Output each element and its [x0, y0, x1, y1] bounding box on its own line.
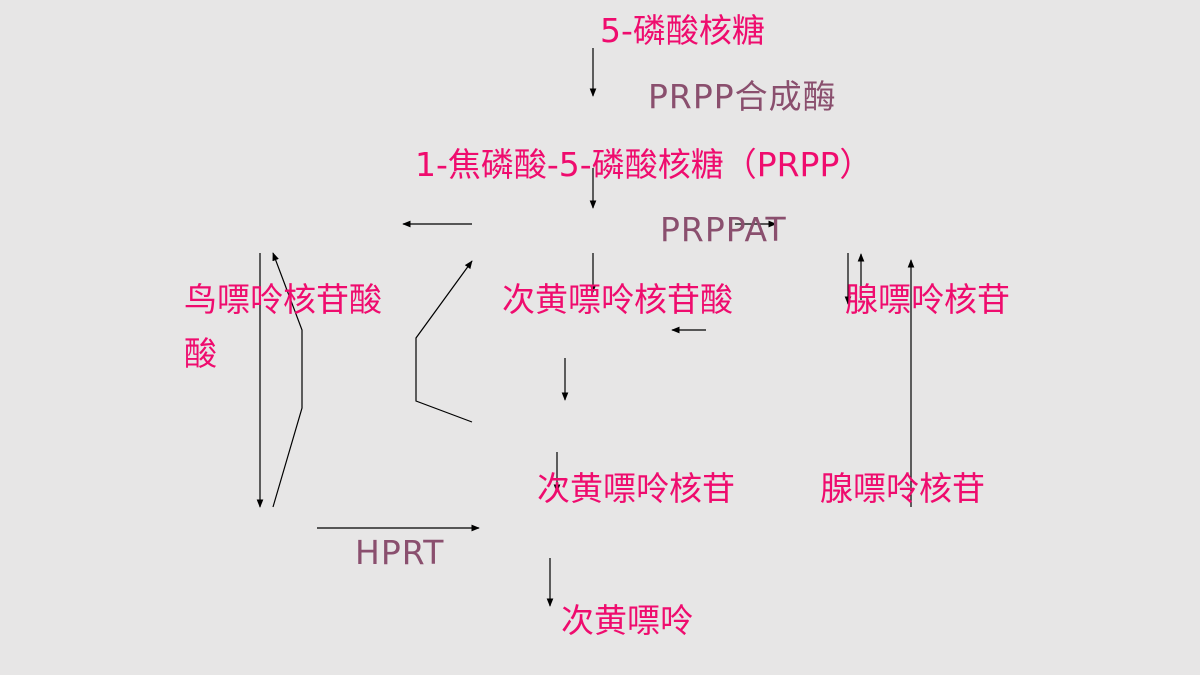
- label-inosine: 次黄嘌呤核苷: [537, 469, 735, 508]
- arrow-gmp-up-path: [272, 252, 303, 508]
- label-prppat: PRPPAT: [660, 210, 787, 249]
- label-gmp-line1: 鸟嘌呤核苷酸: [184, 280, 382, 319]
- label-adenosine-top: 腺嘌呤核苷: [845, 280, 1010, 319]
- label-adenosine-bottom: 腺嘌呤核苷: [820, 469, 985, 508]
- label-hypoxanthine: 次黄嘌呤: [561, 601, 693, 640]
- label-hprt: HPRT: [355, 533, 445, 572]
- label-ribose-5-phosphate: 5-磷酸核糖: [600, 11, 765, 50]
- label-prpp-synthase: PRPP合成酶: [648, 77, 837, 116]
- label-imp: 次黄嘌呤核苷酸: [502, 280, 733, 319]
- label-gmp-line2: 酸: [184, 334, 217, 373]
- arrow-gmp-to-imp-path: [415, 260, 473, 423]
- label-prpp: 1-焦磷酸-5-磷酸核糖（PRPP）: [415, 145, 873, 184]
